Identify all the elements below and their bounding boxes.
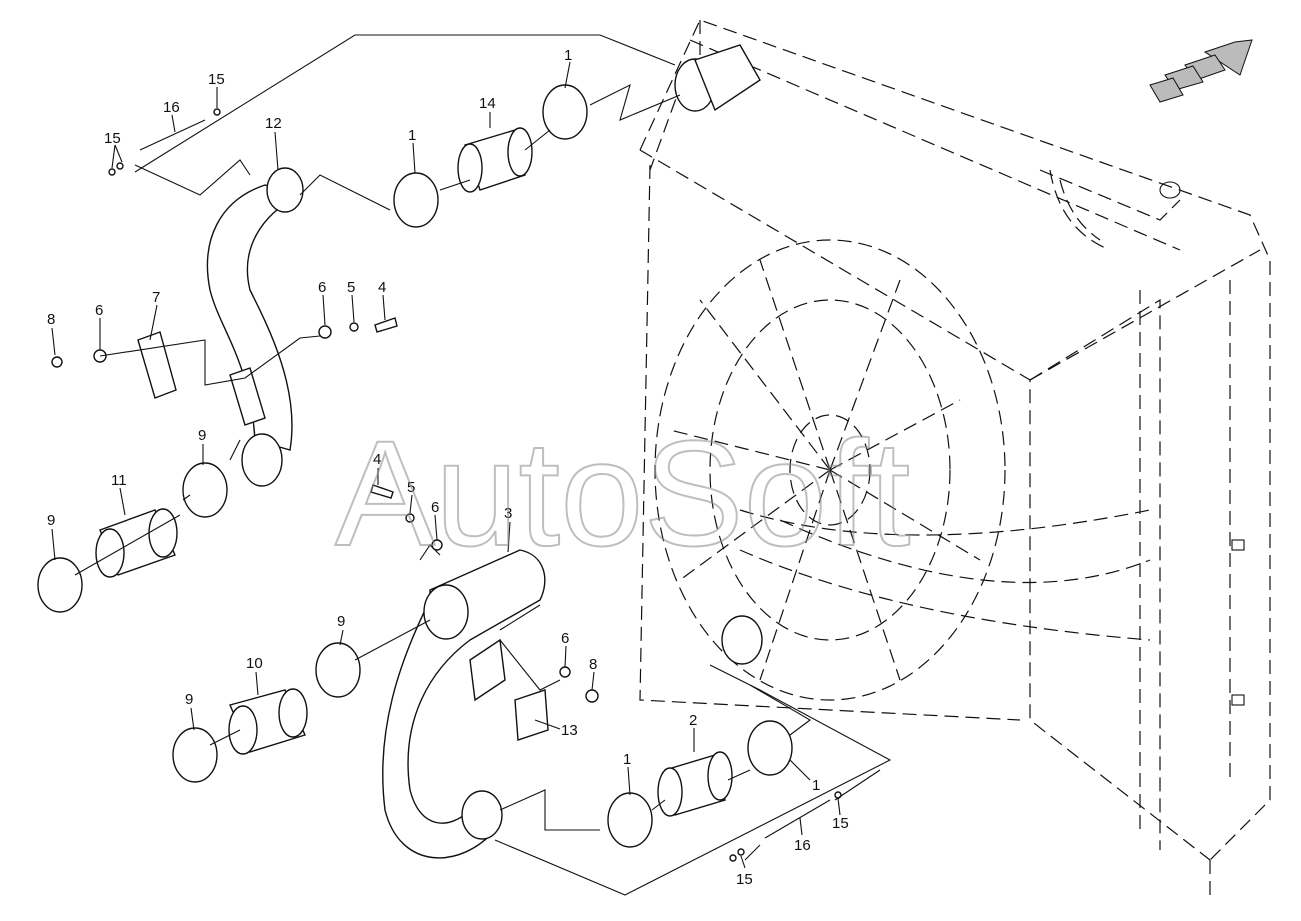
callout-14: 14 (479, 95, 496, 112)
callout-15: 15 (736, 871, 753, 888)
rod-16 (139, 119, 831, 839)
callout-9: 9 (337, 613, 345, 630)
watermark-text: AutoSoft (335, 409, 910, 577)
callout-2: 2 (689, 712, 697, 729)
callout-15: 15 (208, 71, 225, 88)
callout-5: 5 (407, 479, 415, 496)
direction-arrow-icon (1149, 39, 1253, 103)
callout-3: 3 (504, 505, 512, 522)
callout-1: 1 (623, 751, 631, 768)
callout-15: 15 (104, 130, 121, 147)
callout-9: 9 (198, 427, 206, 444)
callout-11: 11 (111, 472, 127, 489)
callout-5: 5 (347, 279, 355, 296)
lower-charge-pipe (37, 462, 793, 859)
callout-10: 10 (246, 655, 263, 672)
callout-1: 1 (408, 127, 416, 144)
callout-15: 15 (832, 815, 849, 832)
callout-1: 1 (564, 47, 572, 64)
callout-6: 6 (95, 302, 103, 319)
callout-7: 7 (152, 289, 160, 306)
callout-13: 13 (561, 722, 578, 739)
callout-8: 8 (589, 656, 597, 673)
callout-16: 16 (794, 837, 811, 854)
callout-9: 9 (47, 512, 55, 529)
callout-6: 6 (431, 499, 439, 516)
label-leaders (51, 61, 841, 869)
callout-1: 1 (812, 777, 820, 794)
callout-6: 6 (561, 630, 569, 647)
fasteners (51, 108, 842, 862)
callout-16: 16 (163, 99, 180, 116)
callout-6: 6 (318, 279, 326, 296)
upper-charge-pipe (206, 44, 761, 487)
callout-12: 12 (265, 115, 282, 132)
leader-lines (74, 34, 892, 896)
radiator-assembly (639, 19, 1271, 900)
callout-labels: 1 14 1 12 15 16 15 8 6 7 6 5 4 9 11 9 4 … (47, 47, 849, 888)
callout-9: 9 (185, 691, 193, 708)
callout-4: 4 (378, 279, 386, 296)
callout-8: 8 (47, 311, 55, 328)
callout-4: 4 (373, 451, 381, 468)
